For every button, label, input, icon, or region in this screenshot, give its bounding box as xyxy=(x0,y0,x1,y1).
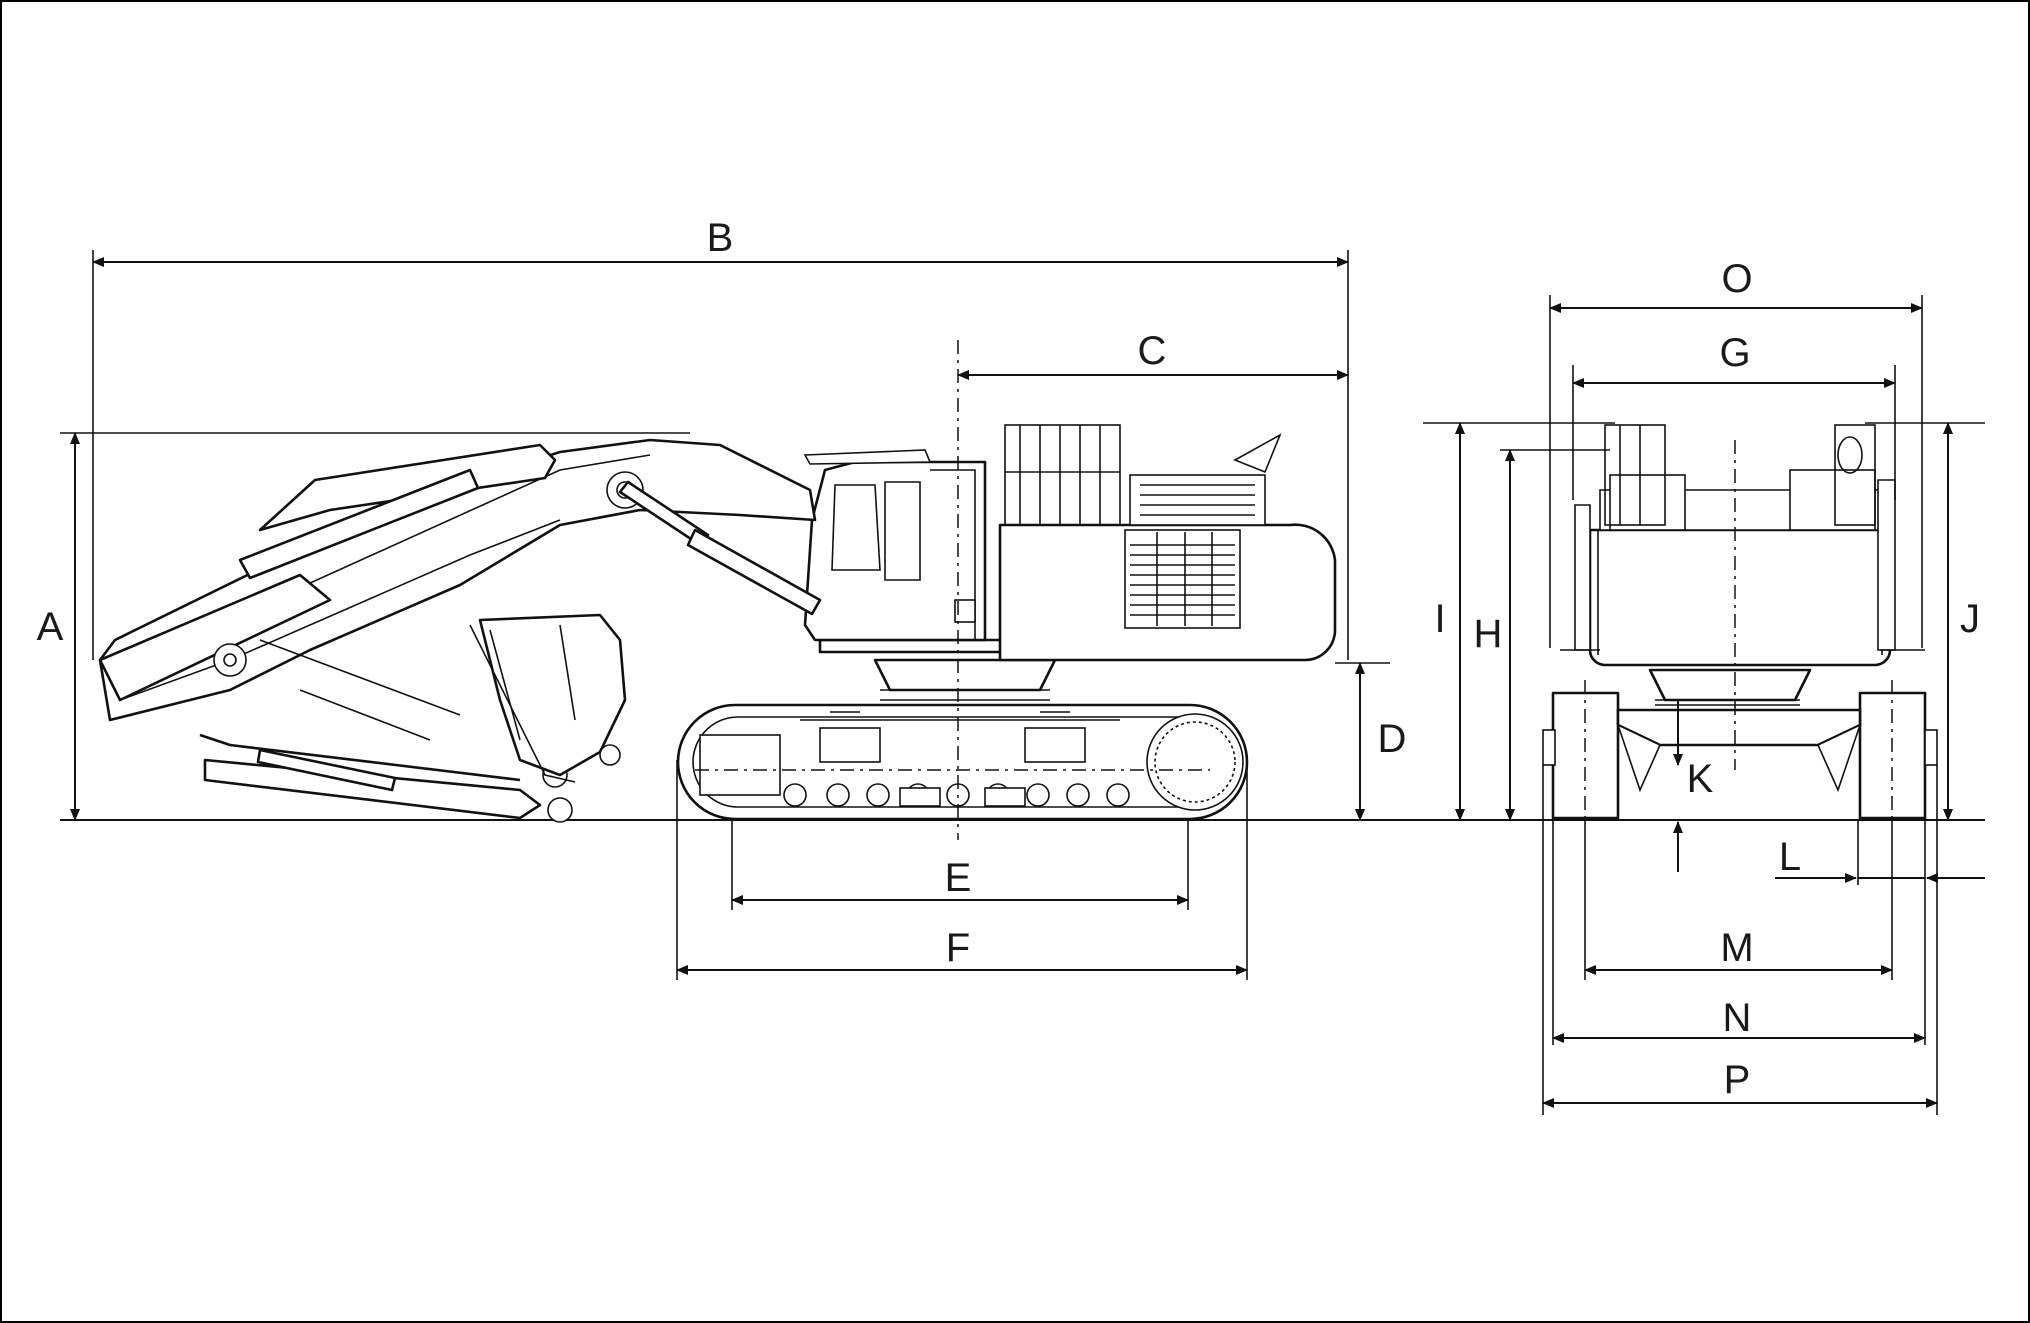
dim-label-e: E xyxy=(945,856,972,900)
dim-label-l: L xyxy=(1779,835,1801,879)
dim-label-f: F xyxy=(946,926,970,970)
dim-label-a: A xyxy=(37,605,64,649)
dim-label-j: J xyxy=(1960,597,1980,641)
extension-lines xyxy=(60,250,1985,1115)
dim-label-i: I xyxy=(1434,597,1445,641)
front-view-excavator xyxy=(1542,424,1938,820)
dim-label-n: N xyxy=(1723,996,1752,1040)
side-view-excavator xyxy=(98,424,1337,823)
dim-label-m: M xyxy=(1720,926,1753,970)
side-track xyxy=(676,703,1249,821)
dimension-labels: B C A D E F O G I H J K L M N P xyxy=(37,216,1980,1102)
dimension-lines xyxy=(70,257,1985,1108)
dim-label-p: P xyxy=(1724,1058,1751,1102)
dim-label-d: D xyxy=(1378,717,1407,761)
dim-label-h: H xyxy=(1474,612,1503,656)
dim-label-c: C xyxy=(1138,329,1167,373)
dim-label-k: K xyxy=(1687,757,1714,801)
dim-label-g: G xyxy=(1719,331,1750,375)
dim-label-b: B xyxy=(707,216,734,260)
dim-label-o: O xyxy=(1721,257,1752,301)
